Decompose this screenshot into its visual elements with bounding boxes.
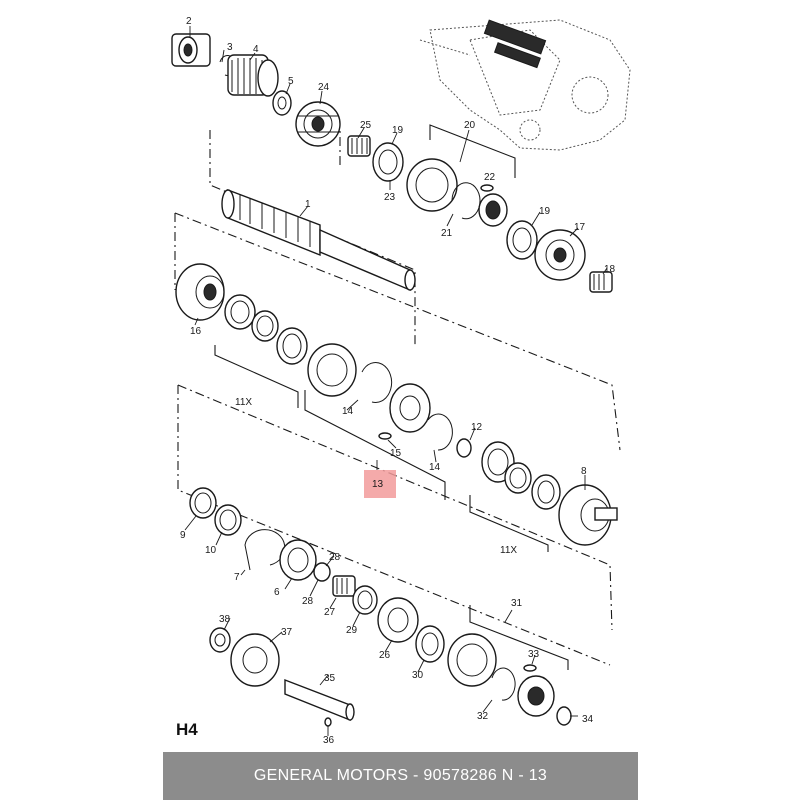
washer-part-9 bbox=[189, 487, 217, 519]
highlight-box-callout-13 bbox=[364, 470, 396, 498]
callout: 15 bbox=[390, 448, 402, 459]
callout: 31 bbox=[511, 598, 523, 609]
synchro-ring-part-30 bbox=[415, 625, 445, 663]
gear-part-26 bbox=[377, 597, 419, 643]
thumbnail-shaft bbox=[483, 19, 547, 69]
callout: 6 bbox=[274, 587, 280, 598]
callout-labels: 2 3 4 5 24 25 19 20 23 22 21 19 17 18 1 … bbox=[180, 16, 616, 746]
callout: 17 bbox=[574, 222, 586, 233]
pin-part-36 bbox=[324, 717, 332, 727]
synchro-ring-part-11x-c bbox=[276, 327, 308, 365]
gear-part-17 bbox=[534, 229, 586, 281]
callout: 25 bbox=[360, 120, 372, 131]
callout: 18 bbox=[604, 264, 616, 275]
gear-part-8 bbox=[558, 484, 618, 546]
callout: 14 bbox=[429, 462, 441, 473]
callout: 30 bbox=[412, 670, 424, 681]
synchro-ring-part-19-lower bbox=[506, 220, 538, 260]
synchro-ring-part-11x-f bbox=[531, 474, 561, 510]
circlip-part-14-b bbox=[427, 413, 453, 451]
callout: 16 bbox=[190, 326, 202, 337]
footer-text: GENERAL MOTORS - 90578286 N - 13 bbox=[253, 767, 548, 784]
callout: 9 bbox=[180, 530, 186, 541]
gear-part-16 bbox=[175, 263, 225, 321]
callout: 10 bbox=[205, 545, 217, 556]
footer-bar: GENERAL MOTORS - 90578286 N - 13 bbox=[163, 752, 638, 800]
callout: 33 bbox=[528, 649, 540, 660]
callout: 4 bbox=[253, 44, 259, 55]
callout: 11X bbox=[500, 545, 517, 556]
callout: 24 bbox=[318, 82, 330, 93]
callout: 32 bbox=[477, 711, 489, 722]
callout: 37 bbox=[281, 627, 293, 638]
callout: 3 bbox=[227, 42, 233, 53]
hub-part-33 bbox=[517, 664, 555, 717]
callout: 34 bbox=[582, 714, 594, 725]
washer-part-28 bbox=[313, 562, 331, 582]
needle-bearing-part-18 bbox=[589, 271, 613, 293]
callout: 5 bbox=[288, 76, 294, 87]
callout: 19 bbox=[392, 125, 404, 136]
leader-lines bbox=[184, 26, 608, 736]
needle-bearing-part-25 bbox=[347, 135, 371, 157]
shaft-part-35 bbox=[284, 678, 355, 722]
callout: 22 bbox=[484, 172, 496, 183]
callout: 14 bbox=[342, 406, 354, 417]
callout: 11X bbox=[235, 397, 252, 408]
callout: 7 bbox=[234, 572, 240, 583]
callout: 21 bbox=[441, 228, 453, 239]
page-id-label: H4 bbox=[176, 720, 198, 739]
synchro-ring-part-11x-e bbox=[504, 462, 532, 494]
gearbox-thumbnail bbox=[419, 19, 631, 151]
callout: 8 bbox=[581, 466, 587, 477]
bearing-part-6 bbox=[279, 539, 317, 581]
needle-bearing-part-27 bbox=[332, 575, 356, 597]
circlip-part-14-a bbox=[361, 362, 393, 403]
synchro-ring-part-11x-a bbox=[224, 294, 256, 330]
callout: 36 bbox=[323, 735, 335, 746]
callout: 23 bbox=[384, 192, 396, 203]
callout: 1 bbox=[305, 199, 311, 210]
circlip-part-34 bbox=[556, 706, 572, 726]
ring-part-29 bbox=[352, 585, 378, 615]
ring-part-21 bbox=[451, 182, 481, 220]
gear-part-4 bbox=[227, 54, 279, 97]
washer-part-5 bbox=[272, 90, 292, 116]
callout: 28 bbox=[329, 552, 341, 563]
callout: 29 bbox=[346, 625, 358, 636]
gear-part-24 bbox=[295, 101, 341, 147]
callout: 28 bbox=[302, 596, 314, 607]
callout: 26 bbox=[379, 650, 391, 661]
spring-part-7 bbox=[244, 529, 286, 571]
bearing-part-2 bbox=[171, 33, 211, 67]
hub-part-13-center bbox=[378, 383, 431, 440]
callout: 35 bbox=[324, 673, 336, 684]
sleeve-part-13-left bbox=[307, 343, 357, 397]
callout: 38 bbox=[219, 614, 231, 625]
washer-part-10 bbox=[214, 504, 242, 536]
callout: 20 bbox=[464, 120, 476, 131]
callout: 12 bbox=[471, 422, 483, 433]
callout-highlighted: 13 bbox=[372, 479, 384, 490]
callout: 27 bbox=[324, 607, 336, 618]
mainshaft-part-1 bbox=[221, 188, 416, 292]
sleeve-part-20 bbox=[406, 158, 458, 212]
synchro-ring-part-11x-b bbox=[251, 310, 279, 342]
hub-part-22 bbox=[478, 184, 508, 227]
callout: 19 bbox=[539, 206, 551, 217]
washer-part-38 bbox=[209, 627, 231, 653]
brackets bbox=[214, 124, 569, 670]
sleeve-part-31 bbox=[447, 633, 497, 687]
callout: 2 bbox=[186, 16, 192, 27]
ring-part-32 bbox=[491, 667, 516, 701]
gear-part-37 bbox=[230, 633, 280, 687]
ring-part-12 bbox=[456, 438, 472, 458]
synchro-ring-part-19-top bbox=[372, 142, 404, 182]
